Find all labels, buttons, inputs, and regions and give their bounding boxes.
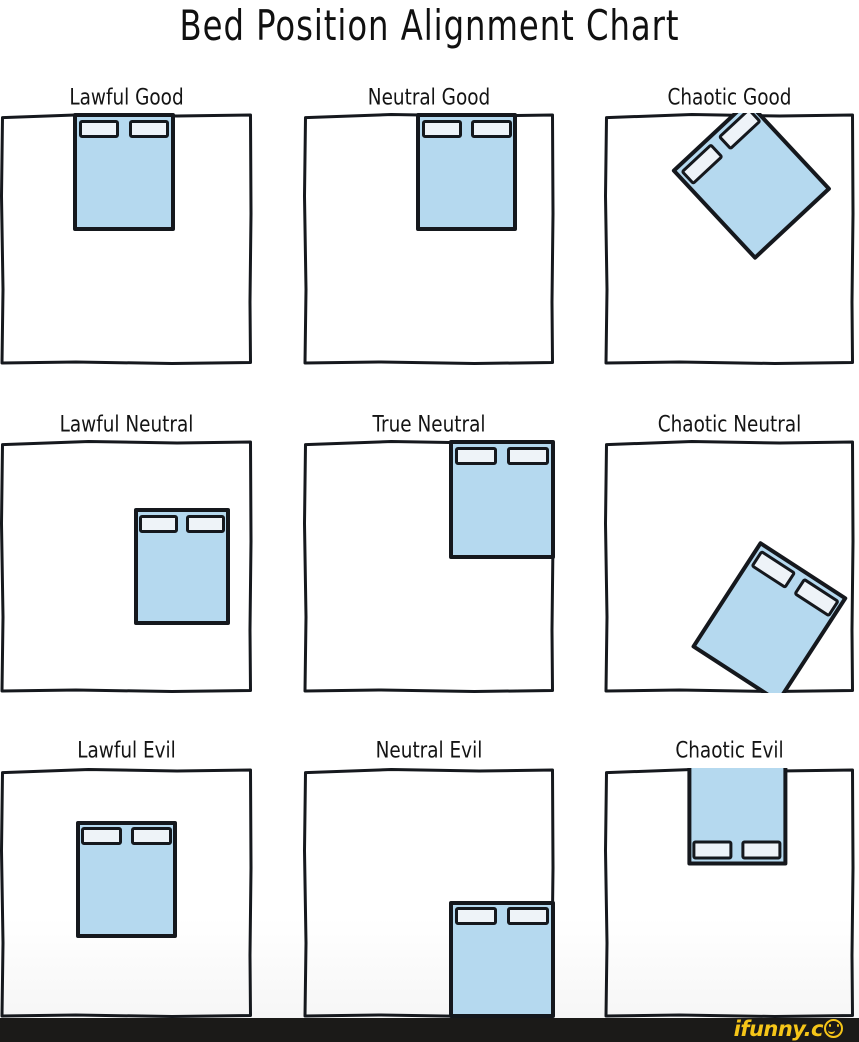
bed bbox=[75, 820, 178, 938]
pillow bbox=[692, 840, 733, 860]
alignment-panel-true-neutral: True Neutral bbox=[303, 412, 555, 693]
room-floorplan bbox=[0, 440, 253, 693]
panel-label: Lawful Good bbox=[69, 85, 184, 111]
panel-label: Neutral Good bbox=[367, 85, 491, 111]
alignment-panel-neutral-evil: Neutral Evil bbox=[303, 738, 555, 1018]
room-floorplan bbox=[303, 768, 555, 1018]
bed-layer bbox=[303, 113, 555, 365]
alignment-panel-neutral-good: Neutral Good bbox=[303, 85, 555, 365]
bed bbox=[671, 113, 833, 261]
room-floorplan bbox=[604, 113, 855, 365]
mattress bbox=[671, 113, 833, 261]
bed-layer bbox=[0, 440, 253, 693]
bed-layer bbox=[604, 768, 855, 1018]
pillow bbox=[139, 514, 178, 533]
panel-label: Chaotic Neutral bbox=[657, 412, 802, 438]
panel-label: True Neutral bbox=[372, 412, 486, 438]
panel-label: Lawful Neutral bbox=[59, 412, 194, 438]
bed-layer bbox=[303, 768, 555, 1018]
alignment-panel-chaotic-neutral: Chaotic Neutral bbox=[604, 412, 855, 693]
panel-label: Chaotic Good bbox=[667, 85, 792, 111]
room-floorplan bbox=[0, 113, 253, 365]
panel-label: Lawful Evil bbox=[77, 738, 176, 764]
room-floorplan bbox=[604, 768, 855, 1018]
bed-layer bbox=[0, 113, 253, 365]
bed-layer bbox=[0, 768, 253, 1018]
bed-layer bbox=[604, 113, 855, 365]
room-floorplan bbox=[303, 440, 555, 693]
room-floorplan bbox=[604, 440, 855, 693]
pillow bbox=[81, 826, 122, 846]
pillow bbox=[471, 119, 512, 138]
bed bbox=[449, 900, 555, 1018]
pillow bbox=[454, 446, 498, 465]
ifunny-watermark: ifunny.c bbox=[734, 1017, 843, 1041]
pillow bbox=[506, 446, 550, 465]
bed bbox=[134, 508, 231, 625]
bed bbox=[690, 540, 849, 693]
bed bbox=[449, 440, 555, 559]
alignment-panel-lawful-neutral: Lawful Neutral bbox=[0, 412, 253, 693]
pillow bbox=[131, 826, 172, 846]
pillow bbox=[128, 119, 169, 138]
page-title: Bed Position Alignment Chart bbox=[179, 2, 680, 51]
panel-label: Chaotic Evil bbox=[675, 738, 784, 764]
watermark-text: ifunny.c bbox=[733, 1017, 824, 1041]
bed bbox=[686, 768, 788, 866]
smiley-face-icon bbox=[824, 1019, 843, 1038]
panel-label: Neutral Evil bbox=[375, 738, 483, 764]
room-floorplan bbox=[0, 768, 253, 1018]
alignment-panel-chaotic-evil: Chaotic Evil bbox=[604, 738, 855, 1018]
bed-layer bbox=[303, 440, 555, 693]
bed-layer bbox=[604, 440, 855, 693]
alignment-panel-chaotic-good: Chaotic Good bbox=[604, 85, 855, 365]
footer-bar bbox=[0, 1018, 859, 1042]
bed bbox=[416, 113, 518, 232]
alignment-panel-lawful-evil: Lawful Evil bbox=[0, 738, 253, 1018]
pillow bbox=[421, 119, 463, 138]
bed bbox=[73, 113, 175, 232]
pillow bbox=[186, 514, 225, 533]
pillow bbox=[78, 119, 120, 138]
pillow bbox=[506, 906, 550, 926]
alignment-panel-lawful-good: Lawful Good bbox=[0, 85, 253, 365]
pillow bbox=[741, 840, 782, 860]
pillow bbox=[454, 906, 498, 926]
room-floorplan bbox=[303, 113, 555, 365]
